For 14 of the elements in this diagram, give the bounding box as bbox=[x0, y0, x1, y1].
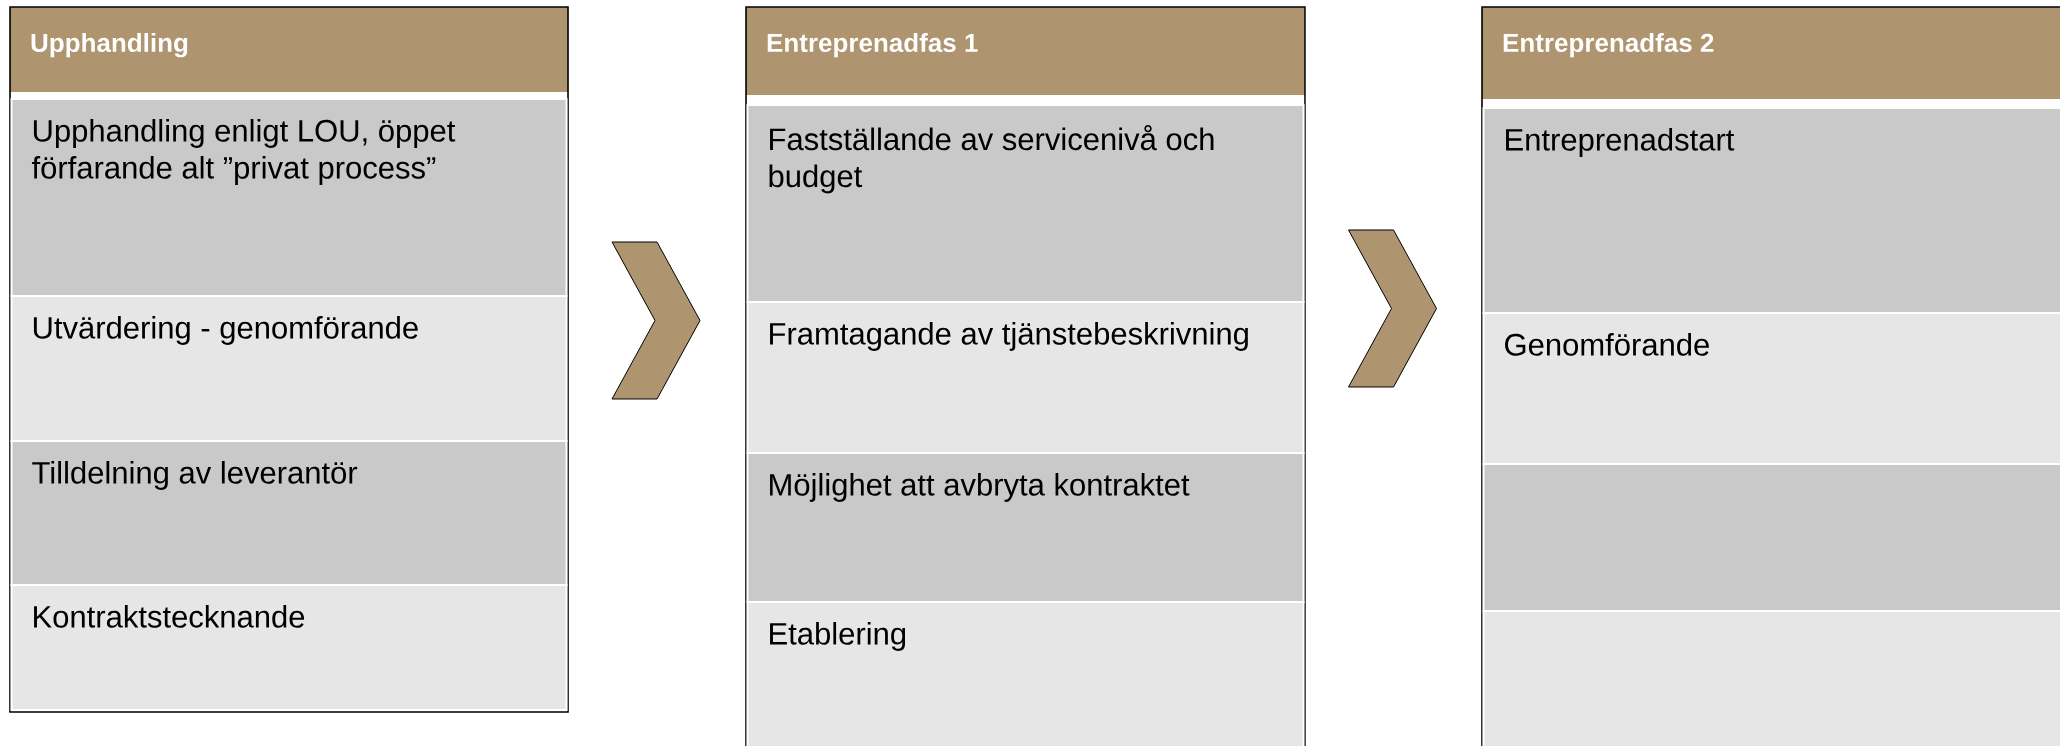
chevron-arrow bbox=[611, 241, 701, 400]
step-row: Entreprenadstart bbox=[1482, 107, 2060, 314]
empty-row bbox=[1482, 610, 2060, 746]
step-row: Tilldelning av leverantör bbox=[10, 440, 568, 586]
chevron-arrow bbox=[1348, 229, 1437, 388]
step-row: Genomförande bbox=[1482, 312, 2060, 465]
step-row: Möjlighet att avbryta kontraktet bbox=[746, 452, 1305, 603]
step-row: Upphandling enligt LOU, öppet förfarande alt ”privat process” bbox=[10, 98, 568, 297]
step-row: Framtagande av tjänstebeskrivning bbox=[746, 301, 1305, 454]
empty-row bbox=[1482, 463, 2060, 612]
step-row: Utvärdering - genomförande bbox=[10, 295, 568, 442]
step-row: Kontraktstecknande bbox=[10, 584, 568, 711]
step-row: Etablering bbox=[746, 601, 1305, 746]
step-row: Fastställande av servicenivå och budget bbox=[746, 104, 1305, 303]
